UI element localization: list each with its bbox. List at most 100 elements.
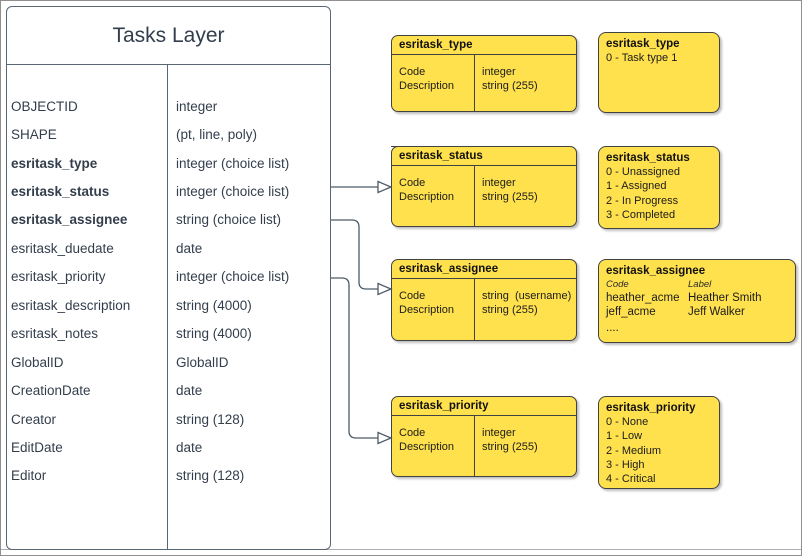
field-name: esritask_type <box>11 155 98 171</box>
legend-columns: Code Label heather_acme Heather Smith je… <box>606 278 788 319</box>
table-row-esritask-assignee: esritask_assignee string (choice list) <box>7 206 330 234</box>
legend-cell: heather_acme <box>606 292 680 305</box>
connector-priority <box>331 277 378 439</box>
code-type: string (255) <box>482 440 538 453</box>
arrowhead-status <box>377 180 393 194</box>
field-name: SHAPE <box>11 127 57 143</box>
legend-ellipsis: .... <box>606 322 619 335</box>
code-type: string (255) <box>482 303 538 316</box>
field-type: string (choice list) <box>176 212 282 228</box>
field-name: esritask_description <box>11 297 131 313</box>
field-name: EditDate <box>11 439 63 455</box>
legend-title: esritask_priority <box>606 402 696 414</box>
cell-divider <box>474 279 476 340</box>
field-name: CreationDate <box>11 383 91 399</box>
legend-cell: jeff_acme <box>606 306 656 319</box>
legend-item: 4 - Critical <box>606 473 656 486</box>
field-type: date <box>176 383 203 399</box>
table-row-globalid: GlobalID GlobalID <box>7 348 330 376</box>
legend-item: 2 - Medium <box>606 444 662 457</box>
field-type: (pt, line, poly) <box>176 127 258 143</box>
field-name: Editor <box>11 468 47 484</box>
legend-item: 1 - Assigned <box>606 180 667 193</box>
legend-esritask-status: esritask_status 0 - Unassigned 1 - Assig… <box>598 146 720 229</box>
code-type: string (255) <box>482 79 538 92</box>
legend-item: 3 - Completed <box>606 208 676 221</box>
table-row-esritask-duedate: esritask_duedate date <box>7 234 330 262</box>
connector-assignee <box>331 219 378 290</box>
legend-item: 3 - High <box>606 458 645 471</box>
table-row-esritask-status: esritask_status integer (choice list) <box>7 177 330 205</box>
field-type: string (128) <box>176 411 245 427</box>
table-row-editor: Editor string (128) <box>7 462 330 490</box>
field-type: GlobalID <box>176 354 229 370</box>
legend-cell: Jeff Walker <box>688 306 745 319</box>
code-type: string (255) <box>482 190 538 203</box>
legend-column-header: Code <box>606 279 629 291</box>
code-field: Code <box>399 66 426 78</box>
field-name: esritask_notes <box>11 326 99 342</box>
field-name: GlobalID <box>11 354 64 370</box>
code-field: Code <box>399 177 426 189</box>
top-edge-line <box>390 145 525 147</box>
legend-title: esritask_type <box>606 38 680 50</box>
field-type: integer (choice list) <box>176 184 290 200</box>
code-field: Description <box>399 190 455 203</box>
table-title: Tasks Layer <box>7 7 330 65</box>
legend-item: 1 - Low <box>606 430 643 443</box>
cell-divider <box>474 166 476 226</box>
code-type: integer <box>482 66 516 78</box>
code-table-title: esritask_assignee <box>392 260 576 279</box>
code-field: Description <box>399 440 455 453</box>
code-table-title: esritask_type <box>392 36 576 55</box>
code-field: Description <box>399 79 455 92</box>
arrowhead-priority <box>377 431 393 445</box>
field-type: date <box>176 240 203 256</box>
canvas-bottom-edge <box>1 549 801 550</box>
table-row-editdate: EditDate date <box>7 433 330 461</box>
field-name: esritask_status <box>11 184 110 200</box>
field-type: integer (choice list) <box>176 155 290 171</box>
field-type: integer (choice list) <box>176 269 290 285</box>
legend-item: 0 - Task type 1 <box>606 52 678 65</box>
cell-divider <box>474 416 476 476</box>
code-type: integer <box>482 427 516 439</box>
legend-esritask-assignee: esritask_assignee Code Label heather_acm… <box>598 259 796 343</box>
table-row-shape: SHAPE (pt, line, poly) <box>7 120 330 148</box>
field-name: esritask_duedate <box>11 240 114 256</box>
field-name: esritask_assignee <box>11 212 128 228</box>
legend-item: 0 - Unassigned <box>606 166 680 179</box>
field-name: esritask_priority <box>11 269 106 285</box>
cell-divider <box>474 55 476 111</box>
table-row-creationdate: CreationDate date <box>7 376 330 404</box>
table-row-esritask-type: esritask_type integer (choice list) <box>7 149 330 177</box>
legend-title: esritask_status <box>606 152 690 164</box>
field-type: string (4000) <box>176 326 252 342</box>
code-field: Code <box>399 290 426 302</box>
legend-column-header: Label <box>688 279 712 291</box>
legend-item: 0 - None <box>606 416 649 429</box>
table-row-esritask-notes: esritask_notes string (4000) <box>7 320 330 348</box>
legend-cell: Heather Smith <box>688 292 762 305</box>
field-type: string (128) <box>176 468 245 484</box>
code-type: integer <box>482 177 516 189</box>
legend-esritask-type: esritask_type 0 - Task type 1 <box>598 32 720 113</box>
field-type: date <box>176 439 203 455</box>
column-divider <box>167 65 168 549</box>
code-field: Description <box>399 303 455 316</box>
code-type: string (username) <box>482 290 572 302</box>
legend-item: 2 - In Progress <box>606 194 679 207</box>
